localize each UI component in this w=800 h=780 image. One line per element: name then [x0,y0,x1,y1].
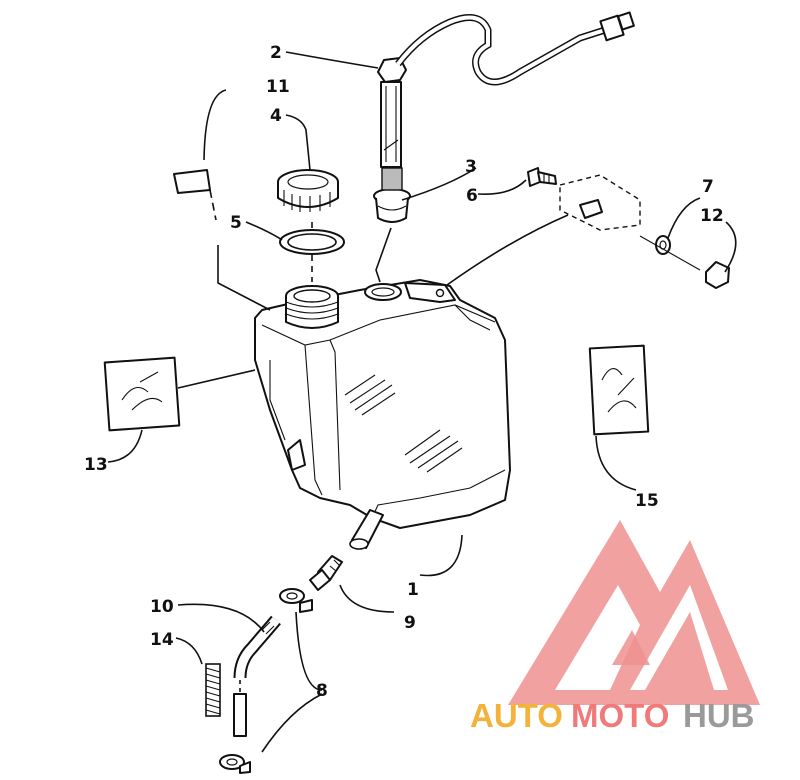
decal-13 [103,356,181,432]
watermark-auto: AUTO [470,697,563,734]
automotohub-logo [508,520,760,705]
callout-2: 2 [270,43,282,63]
oil-tank [254,279,511,550]
callout-8: 8 [316,681,328,701]
mount-hardware [527,167,730,289]
callout-9: 9 [404,613,416,633]
leader-lines [107,51,737,753]
watermark-hub: HUB [683,697,755,734]
hose-spring [205,663,221,717]
callout-6: 6 [466,186,478,206]
oil-level-gauge [377,11,635,168]
decal-15 [588,344,650,436]
callout-11: 11 [266,77,290,97]
gauge-grommet [373,167,411,223]
hose-assembly [205,555,343,774]
filler-cap [277,169,339,212]
callout-12: 12 [700,206,724,226]
callout-13: 13 [84,455,108,475]
callout-1: 1 [407,580,419,600]
callout-4: 4 [270,106,282,126]
callout-10: 10 [150,597,174,617]
callout-labels: 2 3 4 5 6 7 12 11 13 15 1 9 10 14 8 [84,43,724,701]
watermark-moto: MOTO [571,697,669,734]
callout-7: 7 [702,177,714,197]
callout-3: 3 [465,157,477,177]
o-ring [279,229,345,255]
decal-11 [173,169,211,194]
callout-15: 15 [635,491,659,511]
callout-5: 5 [230,213,242,233]
callout-14: 14 [150,630,174,650]
